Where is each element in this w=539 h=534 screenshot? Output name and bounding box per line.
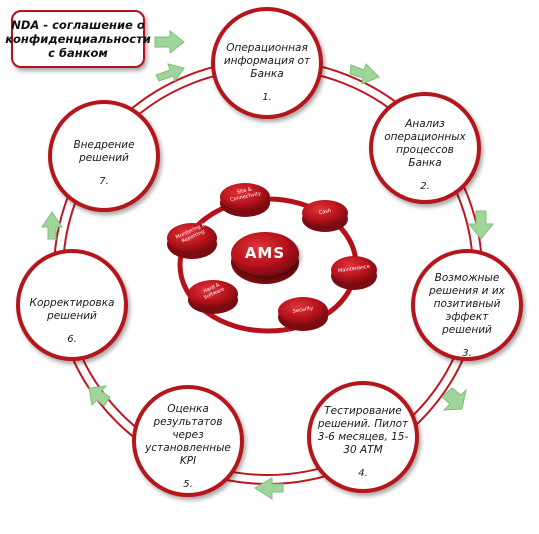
hub-satellites bbox=[167, 183, 377, 331]
step-number-2: 2. bbox=[420, 180, 430, 192]
sat-hard bbox=[188, 280, 238, 308]
sat-monitoring bbox=[167, 223, 217, 253]
step-text-3: Возможные решения и их позитивный эффект… bbox=[429, 272, 505, 336]
arrow-5-to-6 bbox=[88, 385, 111, 407]
ams-core bbox=[231, 232, 299, 276]
sat-maint bbox=[331, 256, 377, 284]
ams-hub bbox=[167, 183, 377, 334]
step-circle-7 bbox=[48, 100, 160, 212]
arrow-3-to-4 bbox=[441, 387, 467, 411]
step-circle-3 bbox=[411, 249, 523, 361]
sat-security bbox=[278, 297, 328, 325]
flow-arrows bbox=[41, 29, 495, 500]
arrow-1-to-2 bbox=[349, 63, 380, 85]
step-circle-1 bbox=[211, 7, 323, 119]
step-number-7: 7. bbox=[99, 175, 109, 187]
step-label-4: Тестирование решений. Пилот 3-6 месяцев,… bbox=[315, 405, 411, 479]
step-circles bbox=[16, 7, 523, 497]
sat-site bbox=[220, 183, 270, 211]
step-text-7: Внедрение решений bbox=[73, 138, 135, 164]
step-circle-2 bbox=[369, 92, 481, 204]
step-number-5: 5. bbox=[183, 479, 193, 490]
step-circle-4 bbox=[307, 381, 419, 493]
step-circle-5 bbox=[132, 385, 244, 497]
arrow-4-to-5 bbox=[254, 477, 284, 500]
step-text-4: Тестирование решений. Пилот 3-6 месяцев,… bbox=[317, 404, 409, 456]
step-number-3: 3. bbox=[462, 348, 472, 359]
step-number-1: 1. bbox=[262, 92, 272, 103]
arrow-2-to-3 bbox=[467, 210, 495, 240]
step-label-7: Внедрение решений 7. bbox=[54, 138, 154, 188]
step-label-2: Анализ операционных процессов Банка 2. bbox=[383, 115, 467, 195]
step-text-6: Корректировка решений bbox=[29, 296, 115, 322]
step-number-6: 6. bbox=[67, 333, 77, 345]
step-circle-6 bbox=[16, 249, 128, 361]
step-label-1: Операционная информация от Банка 1. bbox=[222, 38, 312, 108]
arrow-nda-to-1-a bbox=[154, 29, 185, 55]
ams-center-label: AMS bbox=[244, 244, 286, 262]
arrow-nda-to-1-b bbox=[155, 63, 185, 83]
sat-cash bbox=[302, 200, 348, 226]
nda-box: NDA - соглашение о конфиденциальности с … bbox=[5, 10, 151, 68]
step-number-4: 4. bbox=[358, 467, 368, 479]
step-text-5: Оценка результатов через установленные K… bbox=[145, 403, 231, 467]
step-text-2: Анализ операционных процессов Банка bbox=[384, 117, 466, 169]
step-text-1: Операционная информация от Банка bbox=[223, 42, 311, 80]
step-label-5: Оценка результатов через установленные K… bbox=[137, 403, 239, 490]
step-label-6: Корректировка решений 6. bbox=[28, 288, 116, 354]
step-label-3: Возможные решения и их позитивный эффект… bbox=[423, 272, 511, 359]
arrow-6-to-7 bbox=[41, 211, 63, 240]
